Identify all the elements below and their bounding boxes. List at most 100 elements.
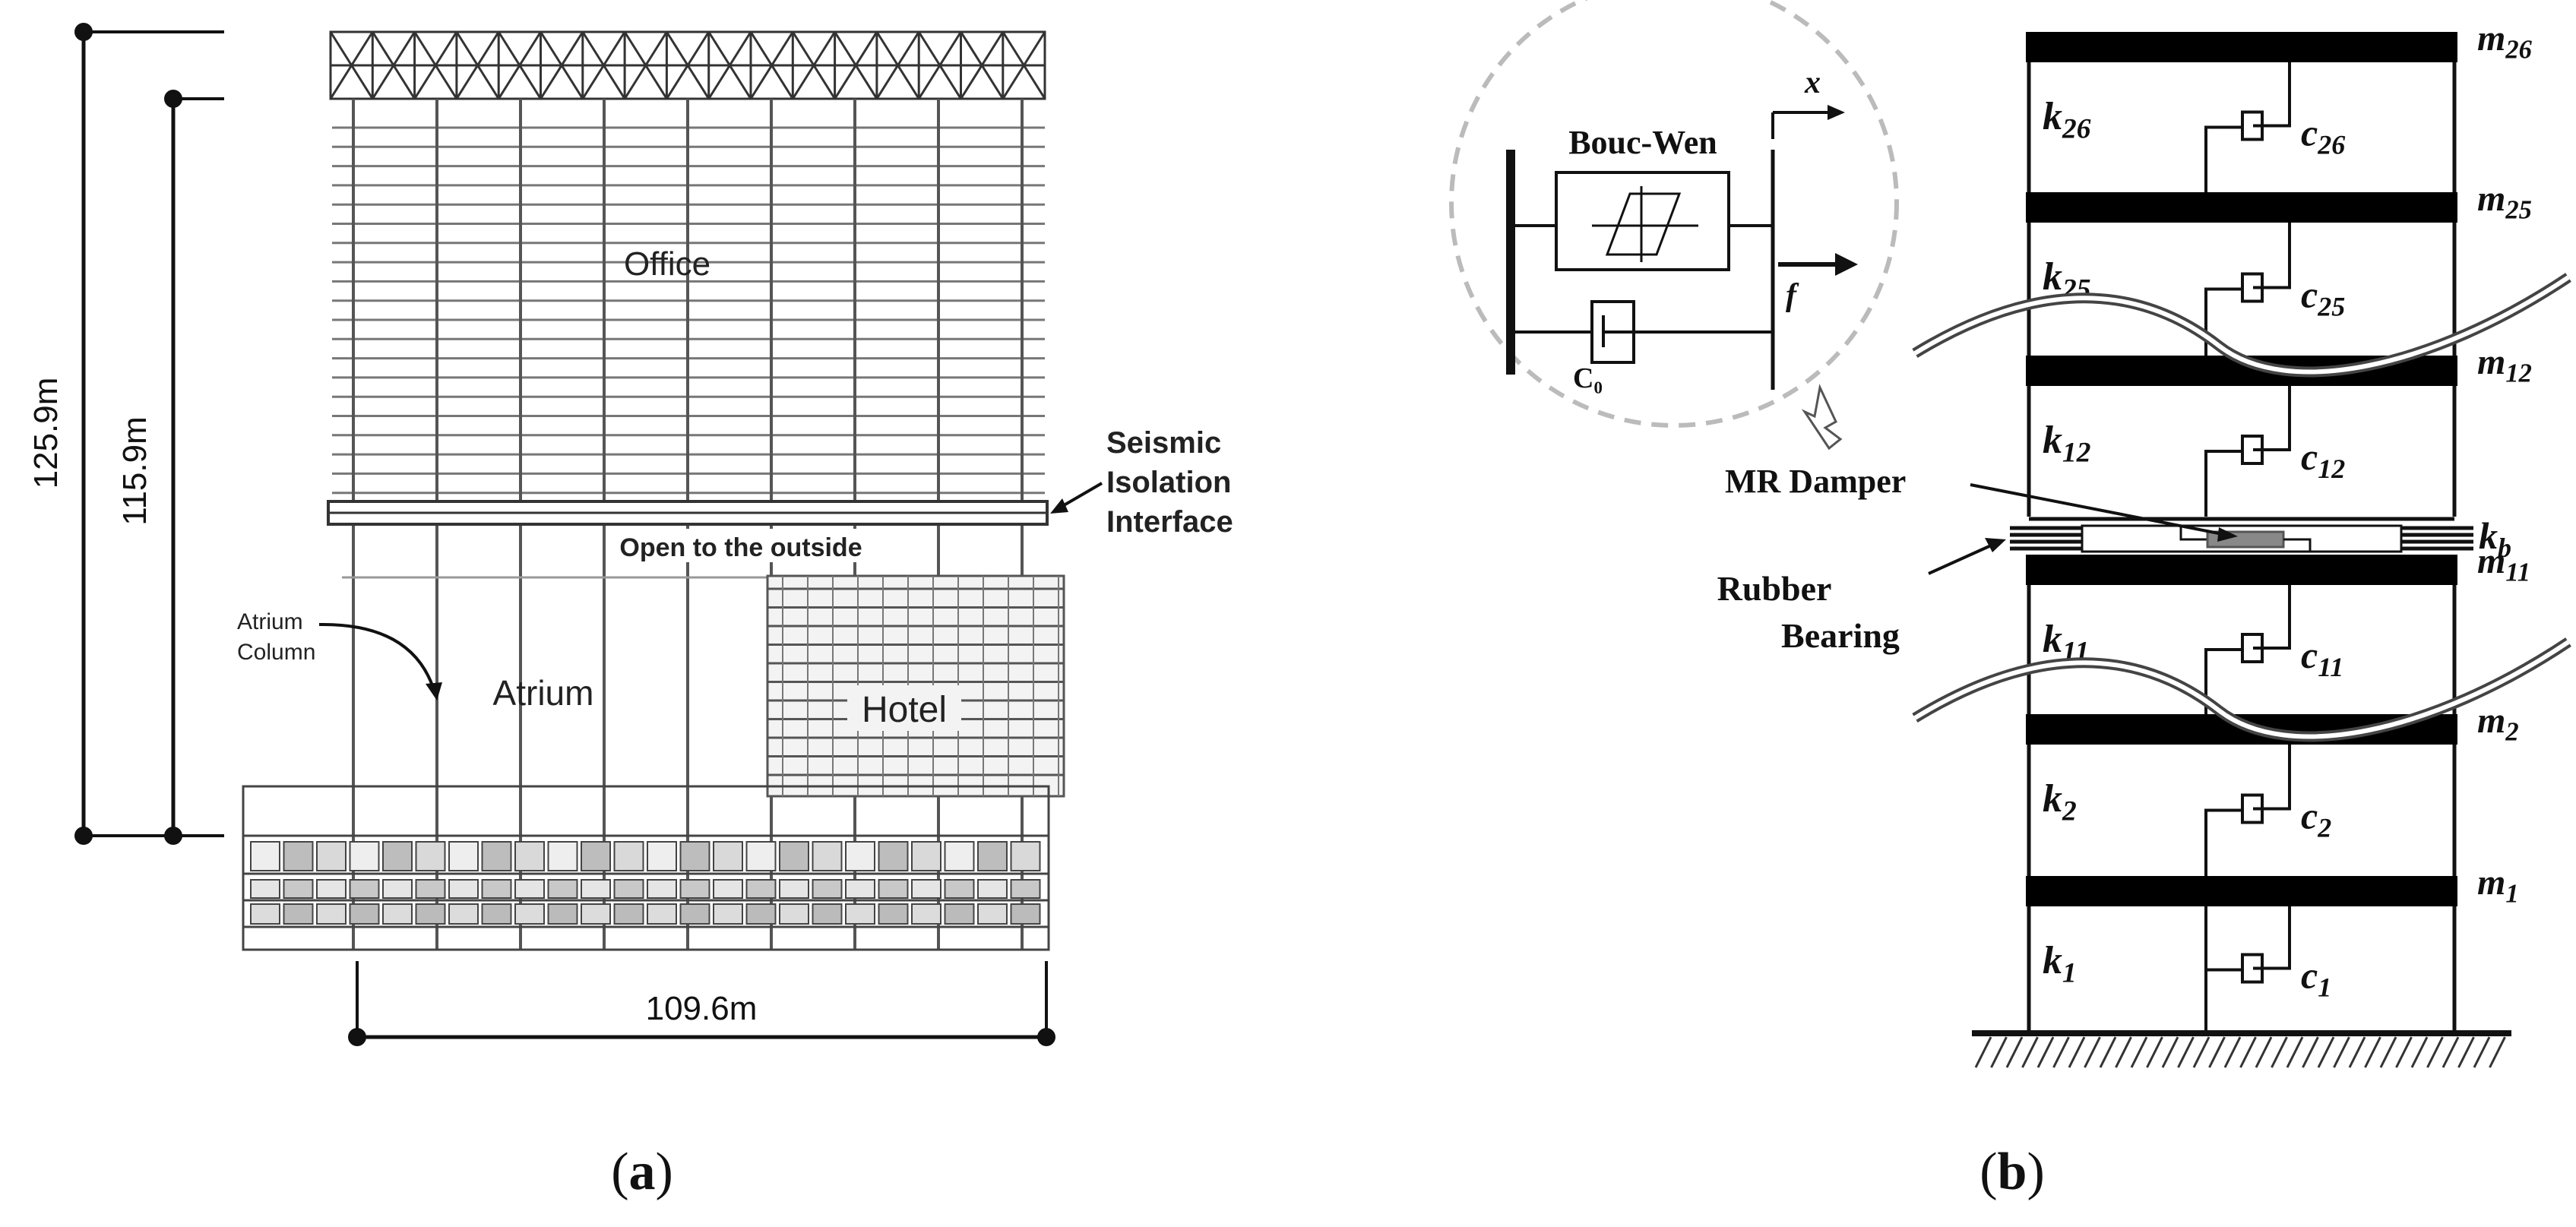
ground-hatch [2457,1036,2475,1068]
ground-hatch [2271,1036,2288,1068]
podium-structure [242,785,1050,951]
mr-damper-pointer [1970,483,2238,542]
f-arrow: f [1778,253,1858,313]
dim-width-value: 109.6m [646,990,758,1027]
podium-cell [316,879,347,899]
podium-cell [745,879,777,899]
podium-cell [547,879,578,899]
open-to-outside-label: Open to the outside [619,533,862,562]
ground-hatch [1974,1036,1992,1068]
podium-cell [349,879,380,899]
ground-hatch [2084,1036,2101,1068]
hotel-label: Hotel [862,690,947,730]
podium-cell [514,879,545,899]
stiffness-label-kb: kb [2479,514,2511,563]
mass-label-m11: m11 [2477,541,2530,587]
ground-hatch [2302,1036,2319,1068]
damper-rod [2253,585,2291,650]
rubber-bearing-label-line2: Bearing [1781,616,1900,655]
damper-rod [2204,125,2244,192]
isolation-frame [2081,524,2403,553]
mr-damper-link [2283,538,2312,552]
damper-rod [2253,223,2291,289]
damper-rod [2204,648,2244,714]
podium-cell [679,879,710,899]
podium-cell [713,879,743,899]
dimension-width: 109.6m [348,961,1055,1046]
podium-cell [316,841,347,871]
podium-cell [911,879,941,899]
bouc-wen-inset: Bouc-Wen C₀ x f [1449,0,1899,451]
podium-cell [845,841,875,871]
ground-hatch [2442,1036,2460,1068]
podium-cell [812,879,843,899]
hysteresis-icon [1592,186,1698,262]
ground-hatch [2410,1036,2429,1068]
podium-cell [382,841,413,871]
podium-cell [845,903,875,925]
dim-upper-height-value: 115.9m [116,416,153,526]
mr-damper-label: MR Damper [1725,463,1906,500]
podium-cell [977,903,1008,925]
ground-hatch [2208,1036,2226,1068]
ground-hatch [2473,1036,2491,1068]
roof-truss [329,30,1046,100]
ground-hatch [2395,1036,2413,1068]
atrium-column-label-line2: Column [237,640,315,665]
ground-hatch [2333,1036,2350,1068]
podium-cell [911,903,941,925]
podium-cell [481,879,512,899]
inset-pointer-arrow [1801,384,1843,451]
svg-text:(a): (a) [611,1143,673,1201]
damping-label-c25: c25 [2301,274,2345,322]
podium-cell [713,841,743,871]
ground-hatch [2130,1036,2148,1068]
mass-label-m1: m1 [2477,862,2519,909]
mass-label-m25: m25 [2477,179,2532,225]
podium-cell [613,903,644,925]
podium-cell [745,841,777,871]
podium-cell [415,841,446,871]
ground-hatch [2068,1036,2086,1068]
podium-cell [613,841,644,871]
mass-label-m12: m12 [2477,342,2532,388]
ground-hatch [2317,1036,2335,1068]
floor-mass-slab [2026,32,2457,62]
bouc-wen-label: Bouc-Wen [1568,124,1717,161]
podium-cell [581,879,611,899]
podium-cell [878,903,909,925]
x-arrow: x [1771,65,1845,139]
podium-cell [382,903,413,925]
mr-damper-link [2179,526,2211,541]
stiffness-label-k12: k12 [2043,419,2090,468]
podium-cell [977,841,1008,871]
podium-cell [250,903,280,925]
podium-cell [581,903,611,925]
ground-hatch [2286,1036,2304,1068]
atrium-label: Atrium [493,673,594,713]
svg-text:(b): (b) [1979,1143,2045,1201]
ground-hatch [2146,1036,2163,1068]
ground-hatch [2177,1036,2195,1068]
podium-cell [911,841,941,871]
podium-cell [415,879,446,899]
podium-cell [382,879,413,899]
mass-label-m26: m26 [2477,18,2533,65]
ground-hatch [2239,1036,2257,1068]
floor-mass-slab [2026,876,2457,906]
seismic-isolation-label-line1: Seismic [1106,426,1221,460]
seismic-isolation-label-line3: Interface [1106,505,1233,539]
podium-cell [812,841,843,871]
podium-cell [581,841,611,871]
podium-cell [283,903,314,925]
dimension-upper-height: 115.9m [116,90,224,845]
ground-hatch [1990,1036,2008,1068]
ground-hatch [2036,1036,2055,1068]
podium-cell [415,903,446,925]
podium-cell [250,879,280,899]
podium-cell [647,841,677,871]
podium-cell [613,879,644,899]
damping-label-c1: c1 [2301,954,2331,1003]
podium-cell [812,903,843,925]
